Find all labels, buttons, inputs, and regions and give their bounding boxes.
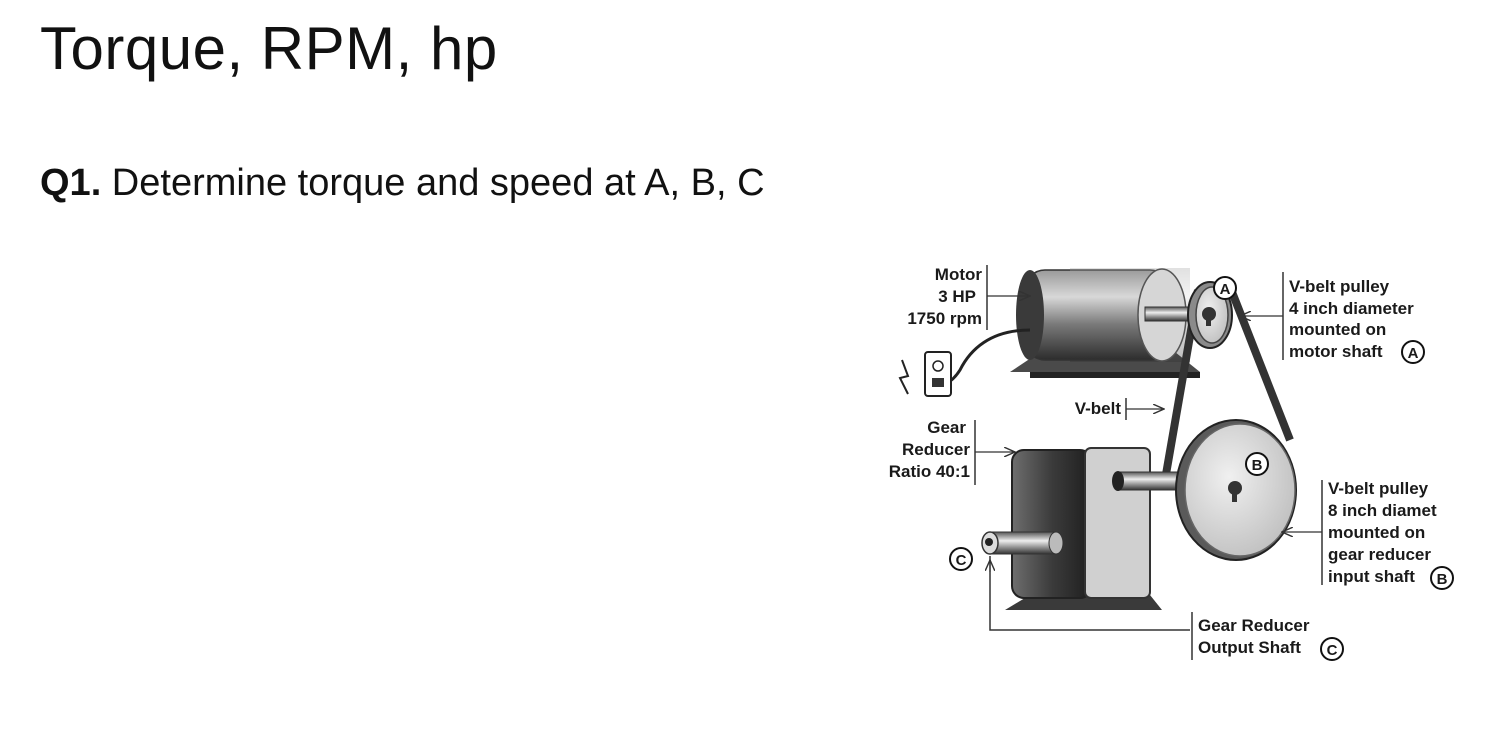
svg-text:3 HP: 3 HP — [938, 287, 976, 306]
svg-text:8 inch diamet: 8 inch diamet — [1328, 501, 1437, 520]
svg-text:Gear: Gear — [927, 418, 966, 437]
v-belt-label: V-belt — [1075, 398, 1164, 420]
svg-text:B: B — [1252, 457, 1263, 474]
gear-reducer-label: Gear Reducer Ratio 40:1 — [889, 418, 1015, 485]
marker-c: C — [949, 547, 973, 571]
marker-a: A — [1213, 276, 1237, 300]
svg-text:V-belt pulley: V-belt pulley — [1289, 277, 1390, 296]
svg-text:B: B — [1437, 571, 1448, 588]
svg-text:C: C — [956, 552, 967, 569]
question-body: Determine torque and speed at A, B, C — [101, 162, 765, 204]
svg-text:motor shaft: motor shaft — [1289, 342, 1383, 361]
svg-text:Output Shaft: Output Shaft — [1198, 638, 1301, 657]
svg-text:Reducer: Reducer — [902, 440, 970, 459]
question-text: Q1. Determine torque and speed at A, B, … — [40, 162, 765, 205]
pulley-b-label: V-belt pulley 8 inch diamet mounted on g… — [1282, 479, 1454, 590]
svg-text:mounted on: mounted on — [1328, 523, 1425, 542]
svg-text:gear reducer: gear reducer — [1328, 545, 1431, 564]
gear-reducer — [1011, 447, 1191, 599]
svg-text:C: C — [1327, 642, 1338, 659]
svg-text:Motor: Motor — [935, 265, 983, 284]
power-outlet — [924, 351, 952, 397]
pulley-a-label: V-belt pulley 4 inch diameter mounted on… — [1240, 272, 1425, 364]
svg-text:4 inch diameter: 4 inch diameter — [1289, 299, 1414, 318]
pulley-b — [1175, 419, 1297, 561]
svg-text:A: A — [1408, 345, 1419, 362]
svg-text:A: A — [1220, 281, 1231, 298]
slide-title: Torque, RPM, hp — [40, 15, 498, 82]
svg-text:input shaft: input shaft — [1328, 567, 1415, 586]
motor — [1016, 268, 1206, 362]
output-shaft-c — [981, 531, 1064, 555]
svg-text:Gear Reducer: Gear Reducer — [1198, 616, 1310, 635]
marker-b: B — [1245, 452, 1269, 476]
svg-text:Ratio 40:1: Ratio 40:1 — [889, 462, 970, 481]
motor-label: Motor 3 HP 1750 rpm — [907, 265, 1030, 330]
output-shaft-label: Gear Reducer Output Shaft C — [990, 556, 1344, 661]
svg-text:V-belt pulley: V-belt pulley — [1328, 479, 1429, 498]
question-number: Q1. — [40, 162, 102, 204]
svg-text:V-belt: V-belt — [1075, 399, 1122, 418]
lightning-bolt-icon — [898, 359, 910, 395]
svg-text:1750 rpm: 1750 rpm — [907, 309, 982, 328]
svg-text:mounted on: mounted on — [1289, 320, 1386, 339]
